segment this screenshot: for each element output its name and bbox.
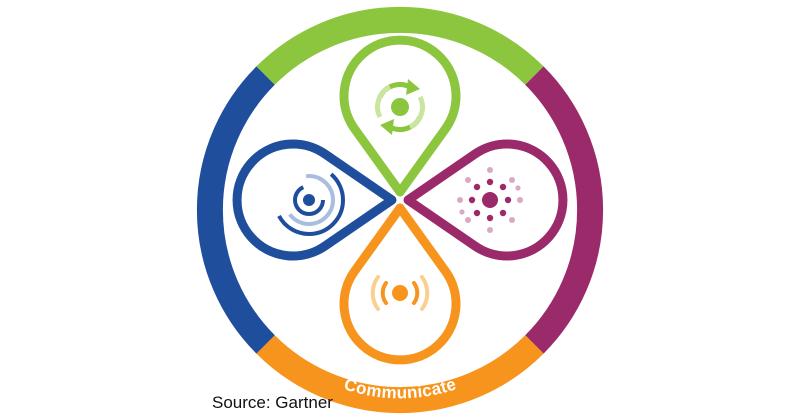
sense-petal — [403, 139, 568, 261]
broadcast-signal-icon — [370, 275, 430, 311]
analyze-petal — [232, 139, 397, 261]
sense-ring-segment — [525, 66, 604, 354]
communicate-petal — [339, 203, 461, 365]
source-note: Source: Gartner — [212, 393, 333, 412]
concentric-rings-icon — [273, 164, 345, 236]
act-label: Act — [386, 46, 415, 66]
analyze-ring-segment — [196, 66, 275, 354]
rotating-arrows-icon — [375, 79, 425, 135]
sensor-dots-icon — [457, 167, 523, 233]
act-ring-segment — [256, 6, 544, 85]
act-petal — [339, 35, 461, 197]
communicate-ring-segment — [256, 335, 544, 414]
